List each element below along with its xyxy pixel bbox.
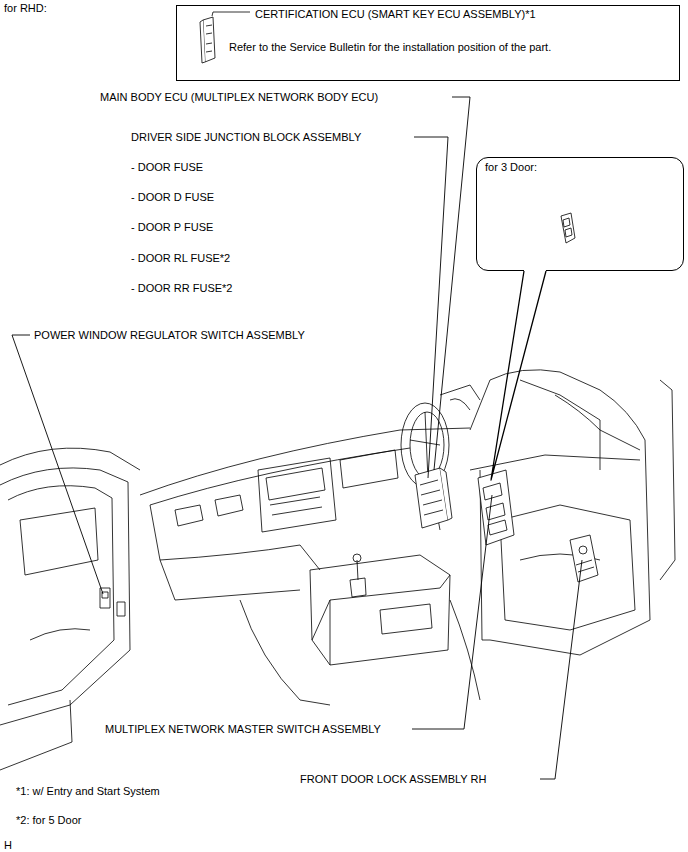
fuse-name: - DOOR RL FUSE*2 — [131, 252, 230, 265]
junction-block — [415, 468, 452, 528]
fuse-name: - DOOR P FUSE — [131, 221, 213, 234]
steering-wheel — [401, 403, 449, 530]
master-switch — [478, 470, 514, 545]
drawing-line — [440, 468, 452, 520]
center-console — [240, 554, 480, 705]
drawing-line — [490, 390, 650, 655]
drawing-line — [565, 228, 572, 237]
drawing-line — [117, 602, 125, 616]
drawing-line — [440, 385, 480, 400]
variant-heading: for RHD: — [4, 2, 47, 15]
line-art — [0, 12, 675, 779]
drawing-line — [330, 600, 331, 665]
fuse-name: - DOOR D FUSE — [131, 191, 214, 204]
drawing-line — [160, 560, 300, 600]
drawing-line — [258, 458, 336, 532]
leader-lines — [12, 97, 582, 779]
switch-icon — [561, 213, 575, 243]
part-name: CERTIFICATION ECU (SMART KEY ECU ASSEMBL… — [255, 8, 536, 21]
drawing-line — [175, 505, 203, 526]
drawing-line — [488, 520, 507, 535]
part-name: for 3 Door: — [485, 161, 537, 174]
note-box: CERTIFICATION ECU (SMART KEY ECU ASSEMBL… — [176, 5, 680, 81]
drawing-line — [483, 483, 502, 500]
leader-line — [212, 12, 250, 16]
drawing-line — [486, 503, 505, 520]
footnote: *2: for 5 Door — [16, 814, 81, 827]
drawing-line — [8, 486, 114, 705]
right-door — [470, 370, 675, 655]
door-lock — [570, 535, 598, 582]
drawing-line — [150, 448, 410, 505]
dashboard — [140, 385, 480, 600]
drawing-line — [203, 17, 215, 62]
drawing-line — [206, 25, 212, 52]
drawing-line — [579, 546, 587, 554]
callout-bubble: for 3 Door: — [476, 157, 684, 271]
drawing-line — [0, 448, 140, 470]
drawing-line — [200, 20, 205, 63]
drawing-line — [660, 380, 675, 580]
drawing-line — [353, 554, 361, 562]
figure-code: H — [4, 839, 12, 852]
drawing-line — [0, 468, 130, 725]
part-label: POWER WINDOW REGULATOR SWITCH ASSEMBLY — [34, 329, 305, 342]
drawing-line — [555, 395, 640, 450]
drawing-line — [310, 555, 450, 665]
part-label: DRIVER SIDE JUNCTION BLOCK ASSEMBLY — [131, 131, 361, 144]
drawing-line — [420, 480, 443, 515]
drawing-line — [470, 370, 600, 430]
pointer-fill — [524, 268, 546, 272]
drawing-line — [30, 629, 90, 640]
drawing-line — [540, 560, 582, 779]
drawing-line — [520, 380, 600, 470]
drawing-line — [270, 497, 322, 515]
drawing-line — [563, 218, 570, 227]
drawing-line — [500, 505, 635, 630]
drawing-line — [312, 575, 450, 640]
left-door — [0, 448, 140, 770]
drawing-line — [380, 604, 432, 634]
drawing-line — [150, 505, 300, 560]
ecu-icon — [200, 17, 215, 63]
drawing-line — [215, 495, 243, 516]
drawing-line — [240, 600, 330, 705]
drawing-line — [470, 455, 640, 470]
fuse-name: - DOOR RR FUSE*2 — [131, 282, 232, 295]
drawing-line — [20, 508, 98, 575]
drawing-line — [414, 137, 448, 478]
drawing-line — [570, 535, 598, 582]
fuse-name: - DOOR FUSE — [131, 161, 203, 174]
drawing-line — [450, 399, 470, 410]
drawing-line — [340, 450, 398, 488]
drawing-line — [266, 468, 325, 500]
drawing-line — [0, 700, 72, 770]
drawing-line — [576, 560, 594, 572]
drawing-line — [350, 578, 366, 597]
drawing-line — [12, 335, 103, 594]
footnote: *1: w/ Entry and Start System — [16, 785, 160, 798]
drawing-line — [357, 560, 358, 580]
note-text: Refer to the Service Bulletin for the in… — [229, 41, 551, 54]
pointer-line — [491, 271, 546, 480]
drawing-line — [478, 470, 514, 545]
drawing-line — [300, 545, 320, 570]
part-label: MULTIPLEX NETWORK MASTER SWITCH ASSEMBLY — [105, 723, 381, 736]
drawing-line — [561, 213, 575, 243]
drawing-line — [450, 600, 480, 700]
drawing-line — [412, 495, 492, 729]
part-label: MAIN BODY ECU (MULTIPLEX NETWORK BODY EC… — [100, 91, 378, 104]
part-label: FRONT DOOR LOCK ASSEMBLY RH — [300, 773, 486, 786]
